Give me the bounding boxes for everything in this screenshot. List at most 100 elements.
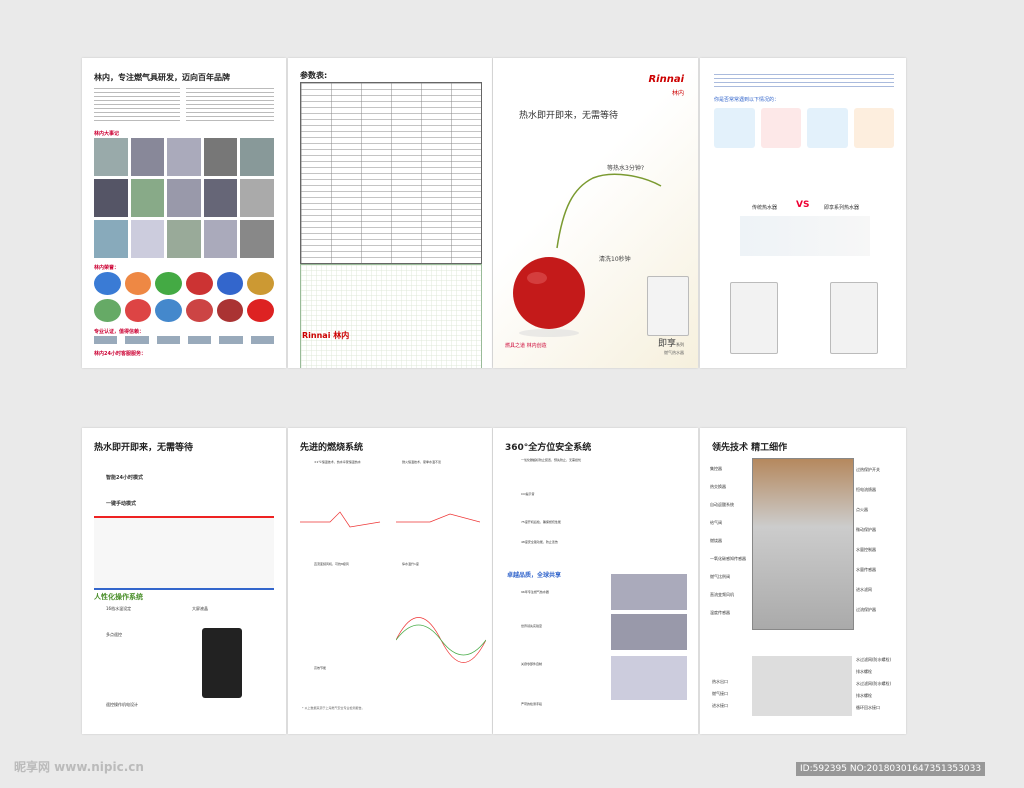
label-right: 过流保护器 bbox=[856, 607, 876, 612]
brochure-panel-safety: 360°全方位安全系统 一氧化碳超标防止装置，预先防止，无需担忧 CO提示音 7… bbox=[493, 428, 698, 734]
section-service-label: 林内24小时客服服务： bbox=[94, 351, 146, 357]
event-photo bbox=[130, 220, 165, 258]
heater-image-right bbox=[830, 282, 878, 354]
label-right: 恒电流馈器 bbox=[856, 487, 876, 492]
situation-icon bbox=[807, 108, 848, 148]
honor-logo bbox=[155, 299, 182, 322]
labels-left: 集控器 热交换器 自动返酸系统 给气阀 燃烧器 一氧化碳感知传感器 燃气比例阀 … bbox=[710, 460, 750, 622]
honor-logo bbox=[185, 299, 213, 322]
label-right: 过热保护开关 bbox=[856, 467, 880, 472]
f5-label: 高效节能 bbox=[314, 666, 327, 670]
cert-logo bbox=[156, 336, 180, 344]
factory-photo bbox=[611, 574, 687, 610]
item-4: 遥控操作机电设计 bbox=[106, 702, 138, 707]
product-name: 即享系列 bbox=[658, 336, 684, 349]
intro-paragraph-right bbox=[186, 88, 274, 124]
footer-brand: Rinnai 林内 bbox=[302, 331, 350, 340]
panel-title: 先进的燃烧系统 bbox=[300, 443, 364, 453]
question: 你是否常常遇到以下情况的： bbox=[714, 97, 780, 103]
honor-logo bbox=[124, 299, 152, 322]
vs-right-label: 即享系列热水器 bbox=[824, 205, 860, 211]
install-diagram bbox=[300, 264, 482, 368]
lab-photo bbox=[611, 614, 687, 650]
cert-logo bbox=[250, 336, 274, 344]
honor-logo bbox=[94, 299, 121, 322]
honor-logo bbox=[155, 272, 182, 295]
f3-label: 直流变频风机，可抗8级风 bbox=[314, 562, 349, 566]
f4-label: 停水温升1度 bbox=[402, 562, 419, 566]
feature-2: 一键手动模式 bbox=[106, 501, 137, 507]
label-right: 微动保护器 bbox=[856, 527, 876, 532]
label-right: 水量控制器 bbox=[856, 547, 876, 552]
bottom-label-left: 燃气接口 bbox=[712, 691, 728, 696]
faucet-compare bbox=[740, 216, 870, 256]
honor-logo bbox=[185, 272, 213, 295]
bottom-labels-left: 热水出口 燃气接口 进水接口 bbox=[712, 676, 752, 712]
parts-photo bbox=[611, 656, 687, 700]
plumbing-diagram bbox=[94, 516, 274, 590]
brochure-panel-brand-history: 林内，专注燃气具研发，迈向百年品牌 林内大事记 林内荣誉： 专业认证，值得信赖： bbox=[82, 58, 286, 368]
watermark-right: ID:592395 NO:20180301647351353033 bbox=[796, 762, 986, 776]
event-photo bbox=[167, 138, 201, 176]
event-photo bbox=[240, 179, 274, 217]
bottom-label-right: 排水螺栓 bbox=[856, 693, 872, 698]
item-1: 16档水温设定 bbox=[106, 606, 132, 611]
bottom-label-left: 热水出口 bbox=[712, 679, 728, 684]
cert-logos bbox=[94, 336, 274, 344]
honor-logo bbox=[94, 272, 121, 295]
wait-text: 等热水3分钟? bbox=[607, 165, 645, 172]
panel-title: 热水即开即来，无需等待 bbox=[94, 443, 194, 453]
label-left: 集控器 bbox=[710, 466, 722, 471]
bottom-label-right: 水过滤网(防水螺栓) bbox=[856, 657, 892, 662]
brochure-panel-comparison: 你是否常常遇到以下情况的： 传统热水器 VS 即享系列热水器 bbox=[700, 58, 906, 368]
brochure-cover-cherry: 热水即开即来，无需等待 Rinnai 林内 等热水3分钟? 清洗10秒钟 燃具之… bbox=[493, 58, 698, 368]
s1-label: 一氧化碳超标防止装置，预先防止，无需担忧 bbox=[521, 458, 582, 462]
situation-icons bbox=[714, 108, 894, 148]
label-left: 燃气比例阀 bbox=[710, 574, 730, 579]
heater-internals-image bbox=[752, 458, 854, 630]
honor-logo bbox=[247, 272, 274, 295]
event-photo bbox=[94, 179, 128, 217]
heater-product-image bbox=[647, 276, 689, 336]
heater-image-left bbox=[730, 282, 778, 354]
events-photo-grid bbox=[94, 138, 274, 258]
watermark-left: 昵享网 www.nipic.cn bbox=[14, 760, 144, 774]
labels-right: 过热保护开关 恒电流馈器 点火器 微动保护器 水量控制器 水量传感器 进水滤网 … bbox=[856, 460, 900, 620]
cert-logo bbox=[125, 336, 149, 344]
honor-logos bbox=[94, 272, 274, 322]
event-photo bbox=[94, 138, 128, 176]
cert-logo bbox=[187, 336, 212, 344]
honor-logo bbox=[216, 299, 244, 322]
event-photo bbox=[130, 138, 165, 176]
item-2: 大屏液晶 bbox=[192, 606, 208, 611]
bottom-label-right: 排水螺栓 bbox=[856, 669, 872, 674]
panel-title: 参数表: bbox=[300, 71, 328, 80]
brochure-panel-internals: 领先技术 精工细作 集控器 热交换器 自动返酸系统 给气阀 燃烧器 一氧化碳感知… bbox=[700, 428, 906, 734]
section-label: 卓越品质，全球共享 bbox=[507, 572, 562, 579]
brochure-panel-combustion: 先进的燃烧系统 ±1℃恒温技术，热水享受恒温热水 微火恒温技术，夏季水温不烫 直… bbox=[288, 428, 492, 734]
panel-title: 林内，专注燃气具研发，迈向百年品牌 bbox=[94, 73, 230, 82]
q1-label: 96年专注燃气热水器 bbox=[521, 590, 549, 594]
label-left: 燃烧器 bbox=[710, 538, 722, 543]
bottom-label-right: 水过滤网(防水螺栓) bbox=[856, 681, 892, 686]
situation-icon bbox=[714, 108, 755, 148]
f1-label: ±1℃恒温技术，热水享受恒温热水 bbox=[314, 460, 361, 464]
event-photo bbox=[167, 220, 201, 258]
s3-label: 75度开机后检，确保燃烧性能 bbox=[521, 520, 561, 524]
product-name-suffix: 系列 bbox=[676, 342, 684, 347]
event-photo bbox=[203, 138, 238, 176]
honor-logo bbox=[124, 272, 152, 295]
label-left: 自动返酸系统 bbox=[710, 502, 734, 507]
bottom-labels-right: 水过滤网(防水螺栓) 排水螺栓 水过滤网(防水螺栓) 排水螺栓 循环回水接口 bbox=[856, 654, 902, 714]
brochure-panel-spec-table: 参数表: Rinnai 林内 bbox=[288, 58, 492, 368]
s2-label: CO提示音 bbox=[521, 492, 535, 496]
brochure-panel-instant-hot-water: 热水即开即来，无需等待 智能24小时模式 一键手动模式 人性化操作系统 16档水… bbox=[82, 428, 286, 734]
wave-graph bbox=[396, 617, 486, 663]
cert-logo bbox=[219, 336, 243, 344]
cert-logo bbox=[94, 336, 118, 344]
heater-pipes-image bbox=[752, 656, 852, 716]
honor-logo bbox=[247, 299, 274, 322]
event-photo bbox=[94, 220, 128, 258]
label-right: 点火器 bbox=[856, 507, 868, 512]
event-photo bbox=[240, 220, 274, 258]
